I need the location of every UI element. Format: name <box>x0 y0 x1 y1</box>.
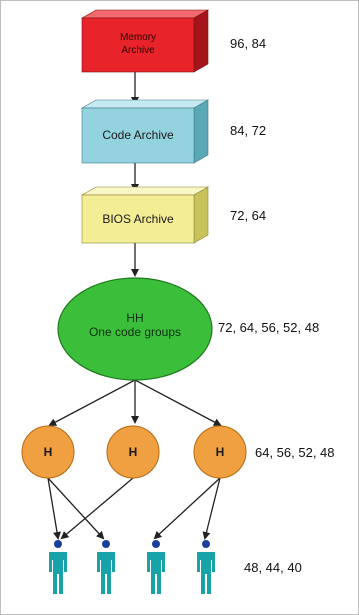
oval-codes: 72, 64, 56, 52, 48 <box>218 320 319 335</box>
memory-archive-line1: Memory <box>120 32 156 43</box>
bios-archive-box: BIOS Archive <box>80 186 210 244</box>
bios-archive-label: BIOS Archive <box>102 212 174 226</box>
people-codes: 48, 44, 40 <box>244 560 302 575</box>
person-icon <box>49 540 67 594</box>
oval-line1: HH <box>126 311 143 325</box>
person-icon <box>147 540 165 594</box>
person-icon <box>97 540 115 594</box>
arrow-h3-to-p4 <box>202 477 221 540</box>
code-archive-label: Code Archive <box>102 128 174 142</box>
memory-archive-box: Memory Archive <box>80 9 210 73</box>
connectors <box>47 72 222 540</box>
bios-archive-codes: 72, 64 <box>230 208 266 223</box>
memory-archive-codes: 96, 84 <box>230 36 266 51</box>
h-node-2: H <box>106 425 160 479</box>
code-archive-box: Code Archive <box>80 99 210 164</box>
person-icon <box>197 540 215 594</box>
h-node-3: H <box>193 425 247 479</box>
hh-group-oval: HH One code groups <box>57 277 213 381</box>
arrow-h1-to-p1 <box>47 477 61 540</box>
h-node-2-label: H <box>129 445 138 459</box>
memory-archive-line2: Archive <box>121 45 155 56</box>
arrow-oval-to-h3 <box>134 379 222 426</box>
code-archive-codes: 84, 72 <box>230 123 266 138</box>
h-node-1: H <box>21 425 75 479</box>
arrow-h1-to-p2 <box>47 477 105 540</box>
arrow-h3-to-p3 <box>153 477 221 540</box>
h-node-3-label: H <box>216 445 225 459</box>
h-node-1-label: H <box>44 445 53 459</box>
oval-line2: One code groups <box>89 325 181 339</box>
people-row <box>49 540 215 594</box>
h-nodes-codes: 64, 56, 52, 48 <box>255 445 335 460</box>
arrow-h2-to-p1 <box>60 477 134 540</box>
arrow-oval-to-h1 <box>48 379 136 426</box>
